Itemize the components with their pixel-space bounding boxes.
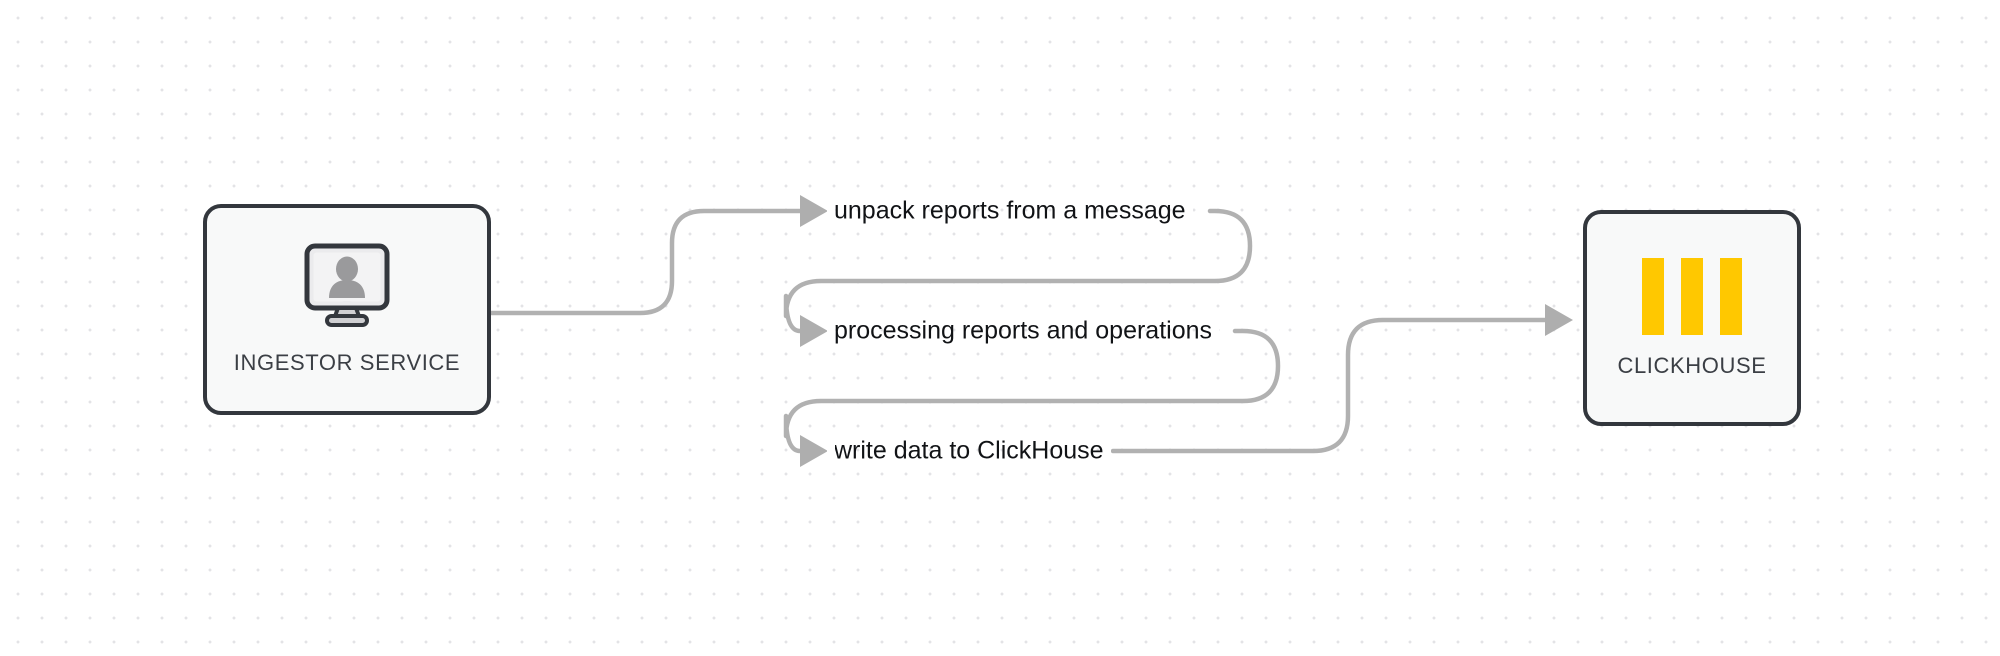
monitor-user-icon xyxy=(299,243,395,334)
clickhouse-bar-2 xyxy=(1681,257,1703,335)
edge-arrowhead-step2 xyxy=(800,315,828,347)
clickhouse-bars-icon xyxy=(1642,257,1742,335)
edge-step1-to-step2 xyxy=(783,208,1253,334)
edge-label-write-data: write data to ClickHouse xyxy=(834,436,1104,465)
clickhouse-bar-3 xyxy=(1720,257,1742,335)
edge-arrowhead-step1 xyxy=(800,195,828,227)
edge-arrowhead-clickhouse xyxy=(1545,304,1573,336)
node-clickhouse[interactable]: CLICKHOUSE xyxy=(1583,210,1801,426)
node-ingestor-service[interactable]: INGESTOR SERVICE xyxy=(203,204,491,415)
clickhouse-bar-1 xyxy=(1642,257,1664,335)
edge-ingestor-to-step1 xyxy=(488,208,803,316)
edge-label-processing-reports: processing reports and operations xyxy=(834,316,1213,345)
node-clickhouse-label: CLICKHOUSE xyxy=(1617,352,1767,378)
node-ingestor-service-label: INGESTOR SERVICE xyxy=(233,350,461,375)
edge-label-unpack-reports: unpack reports from a message xyxy=(834,196,1186,225)
edge-step2-to-step3 xyxy=(783,328,1281,454)
edge-arrowhead-step3 xyxy=(800,435,828,467)
